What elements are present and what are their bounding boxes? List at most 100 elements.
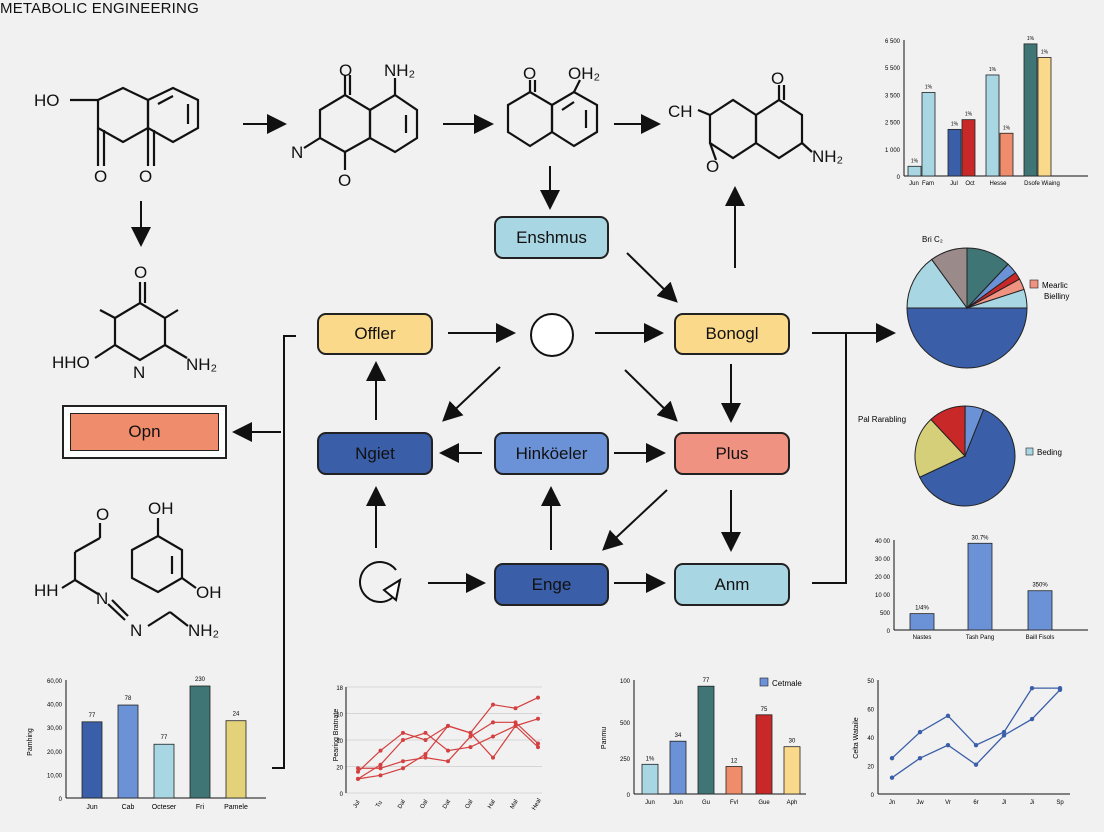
data-point	[536, 716, 540, 721]
y-tick-label: 100	[620, 679, 631, 685]
m5-n: N	[133, 363, 145, 382]
x-tick-label: Pamele	[224, 804, 248, 811]
node-bonogl[interactable]: Bonogl	[674, 313, 790, 355]
x-tick-label: Jun	[86, 804, 97, 811]
data-point	[973, 762, 979, 767]
node-hinkoeler[interactable]: Hinköeler	[494, 432, 609, 475]
y-tick-label: 3 500	[885, 93, 901, 99]
y-tick-label: 10,00	[47, 773, 63, 779]
x-tick-label: Gu	[702, 800, 710, 806]
x-tick-label: Dat	[442, 799, 452, 810]
data-point	[378, 766, 383, 771]
y-tick-label: 20 00	[875, 575, 891, 581]
m2-n: N	[291, 143, 303, 162]
y-tick-label: 18	[336, 686, 343, 692]
legend-swatch	[1025, 447, 1034, 456]
data-point	[378, 773, 383, 778]
x-tick-label: Dal	[397, 799, 407, 810]
data-point	[917, 755, 923, 761]
node-enge[interactable]: Enge	[494, 563, 609, 606]
bar	[783, 746, 801, 795]
m6-nh2: NH₂	[188, 621, 219, 640]
m4-o-bot: O	[706, 157, 719, 176]
y-axis-label: Panmu	[601, 727, 608, 749]
pie-slice	[914, 418, 966, 478]
x-tick-label: Hal	[487, 799, 497, 810]
data-point	[491, 734, 495, 739]
y-tick-label: 10 00	[875, 593, 891, 599]
pie-slice	[906, 307, 1028, 369]
data-point	[401, 759, 405, 764]
m2-o-top: O	[339, 61, 352, 80]
x-tick-label: Jun	[673, 800, 683, 806]
pie-title: Pal Rarabling	[858, 415, 906, 424]
x-tick-label: Fam	[922, 181, 934, 187]
y-tick-label: 5 500	[885, 66, 901, 72]
data-point	[1029, 716, 1035, 722]
node-enshmus[interactable]: Enshmus	[494, 216, 609, 259]
bar	[669, 740, 687, 795]
intermediate-circle	[530, 313, 574, 357]
legend-swatch	[1029, 279, 1039, 289]
y-axis-label: Pearing Bratnate	[333, 709, 340, 762]
m1-o2: O	[139, 167, 152, 186]
m4-nh2: NH₂	[812, 147, 843, 166]
x-tick-label: Jul	[353, 800, 362, 810]
bar-data-label: 24	[233, 712, 240, 718]
bar	[947, 128, 962, 177]
node-ngiet[interactable]: Ngiet	[317, 432, 433, 475]
bar-data-label: 34	[675, 733, 682, 739]
chart-bottom-left-bar: 010,0020,0030,0040,0060,00Pamhing77Jun78…	[27, 677, 266, 811]
x-tick-label: Jun	[909, 181, 919, 187]
x-tick-label: Gue	[758, 800, 770, 806]
data-point	[491, 702, 495, 707]
x-tick-label: Octeser	[152, 804, 177, 811]
data-point	[889, 755, 895, 761]
m2-nh2: NH₂	[384, 61, 415, 80]
bar	[999, 132, 1014, 177]
bar	[961, 119, 976, 177]
m6-n1: N	[96, 589, 108, 608]
node-anm[interactable]: Anm	[674, 563, 790, 606]
m5-nh2: NH₂	[186, 355, 217, 374]
node-opn[interactable]: Opn	[62, 405, 227, 459]
data-point	[468, 745, 473, 750]
molecule-4	[697, 85, 813, 161]
x-tick-label: Heal	[531, 798, 542, 812]
node-plus[interactable]: Plus	[674, 432, 790, 475]
node-offler[interactable]: Offler	[317, 313, 433, 355]
pie-slice	[906, 258, 968, 309]
x-tick-label: 6r	[973, 800, 978, 806]
x-tick-label: Oal	[465, 799, 475, 810]
x-tick-label: Tash Pang	[966, 635, 994, 641]
data-point	[513, 720, 518, 725]
bar	[117, 704, 139, 799]
m3-o: O	[523, 64, 536, 83]
y-tick-label: 10	[336, 713, 343, 719]
bar-data-label: 78	[125, 696, 132, 702]
bar-data-label: 1%	[989, 67, 997, 73]
m4-o-top: O	[771, 69, 784, 88]
data-point	[423, 755, 428, 760]
x-tick-label: Ji	[1030, 800, 1034, 806]
y-tick-label: 0	[897, 175, 901, 181]
y-tick-label: 50	[867, 679, 874, 685]
m6-o: O	[96, 505, 109, 524]
y-tick-label: 60,00	[47, 679, 63, 685]
bar-data-label: 75	[761, 707, 768, 713]
series-line	[891, 687, 1060, 759]
x-tick-label: Jun	[645, 800, 655, 806]
x-tick-label: Sp	[1056, 800, 1064, 806]
node-opn-label: Opn	[70, 413, 219, 451]
m2-o-bot: O	[338, 171, 351, 190]
bar	[1037, 57, 1052, 177]
bar-data-label: 1%	[1027, 36, 1035, 42]
bar-data-label: 77	[161, 735, 168, 741]
bar	[967, 542, 993, 631]
data-point	[446, 759, 450, 764]
data-point	[889, 775, 895, 780]
